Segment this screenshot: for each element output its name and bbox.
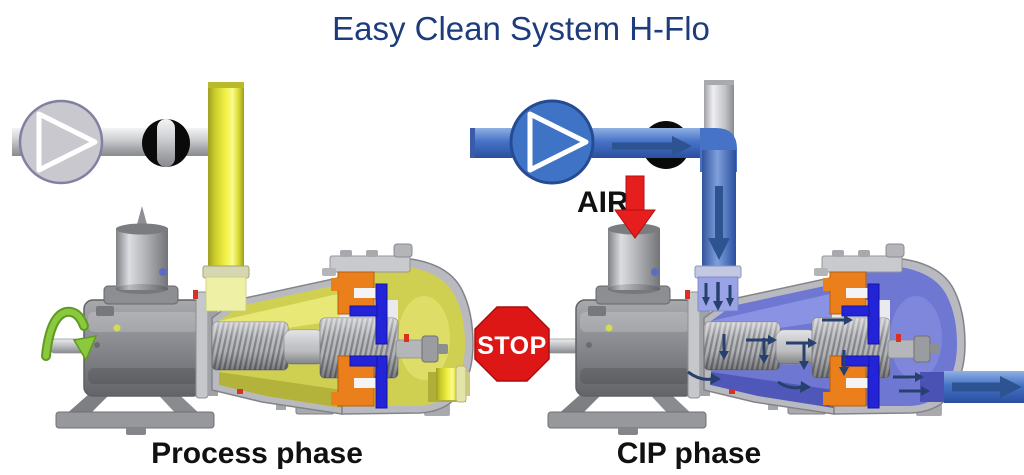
pump-cutaway — [542, 206, 965, 435]
page-title: Easy Clean System H-Flo — [332, 10, 710, 47]
stop-sign-label: STOP — [477, 332, 547, 360]
rotation-arrow-icon — [41, 306, 98, 362]
process-panel: Process phase — [12, 82, 473, 470]
cip-outlet-pipe — [944, 371, 1024, 403]
air-arrow-icon — [614, 175, 656, 239]
cip-panel: AIR STOP CIP phase — [470, 80, 1024, 470]
stop-sign-icon: STOP — [474, 306, 550, 382]
inlet-flange — [694, 265, 742, 279]
process-outlet-pipe — [436, 365, 470, 403]
inlet-pipe-section — [205, 276, 247, 312]
cip-phase-label: CIP phase — [617, 437, 762, 470]
product-riser-pipe — [208, 82, 244, 270]
flow-arrow-icon — [1000, 376, 1022, 398]
ball-valve-icon — [142, 119, 190, 167]
flow-arrow-icon — [708, 186, 730, 260]
flow-arrow-icon — [612, 136, 692, 156]
pump-symbol-icon — [18, 99, 104, 185]
pump-cutaway — [50, 206, 473, 435]
inlet-flange — [202, 265, 250, 279]
cip-flow-arrows — [687, 282, 930, 396]
pump-symbol-icon — [509, 99, 595, 185]
process-phase-label: Process phase — [151, 437, 363, 470]
